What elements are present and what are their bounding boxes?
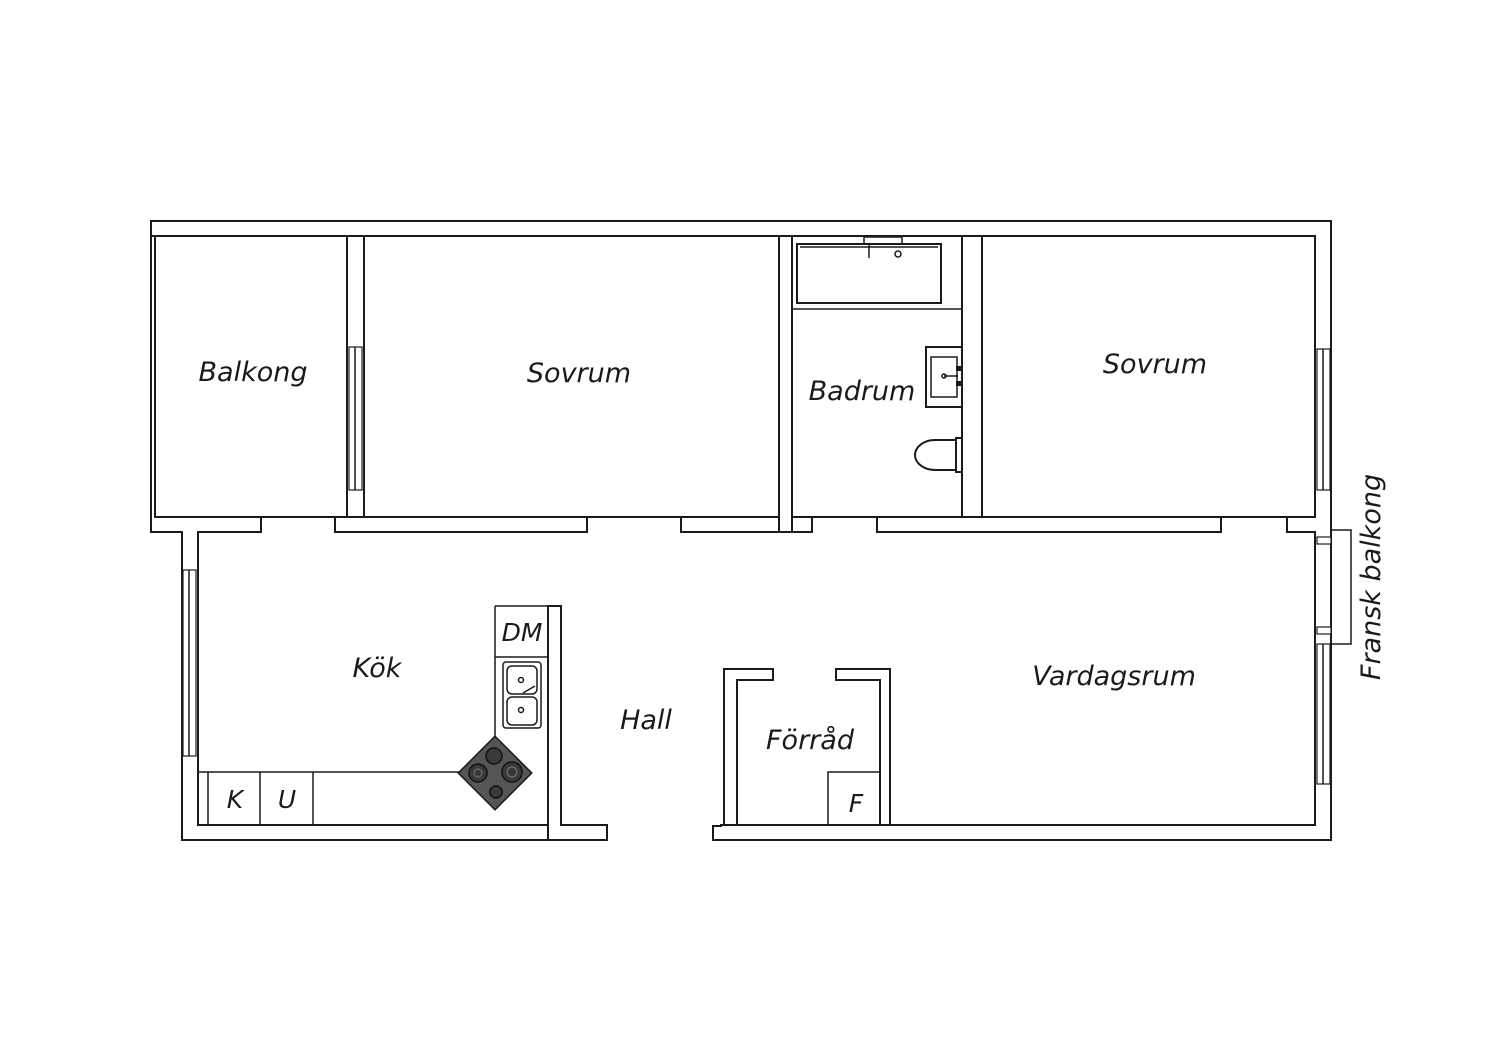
windows — [182, 346, 1352, 785]
closet-label: F — [849, 789, 864, 818]
room-label-fransk-balkong: Fransk balkong — [1356, 474, 1387, 680]
kitchen-sink-icon — [502, 661, 542, 729]
room-label-sovrum-right: Sovrum — [1103, 349, 1207, 380]
freezer-label: U — [278, 785, 296, 814]
stove-icon — [457, 735, 533, 811]
room-label-kok: Kök — [353, 653, 403, 684]
room-labels: Balkong Sovrum Badrum Sovrum Kök Hall Fö… — [199, 349, 1387, 756]
kitchen-counter — [198, 605, 549, 825]
room-label-sovrum-left: Sovrum — [527, 358, 631, 389]
toilet-icon — [914, 437, 963, 473]
room-label-forrad: Förråd — [766, 725, 855, 756]
closet-box — [827, 771, 880, 825]
room-label-balkong: Balkong — [199, 357, 308, 388]
sink-icon — [925, 346, 963, 408]
room-label-hall: Hall — [620, 705, 672, 736]
fridge-label: K — [227, 785, 246, 814]
dishwasher-label: DM — [502, 618, 543, 647]
interior-walls — [154, 235, 1316, 841]
fixture-labels: DM K U F — [227, 618, 864, 818]
fransk-balkong-rail — [1331, 529, 1352, 645]
bathtub-icon — [796, 236, 942, 304]
room-label-badrum: Badrum — [809, 376, 916, 407]
room-label-vardagsrum: Vardagsrum — [1032, 661, 1196, 692]
